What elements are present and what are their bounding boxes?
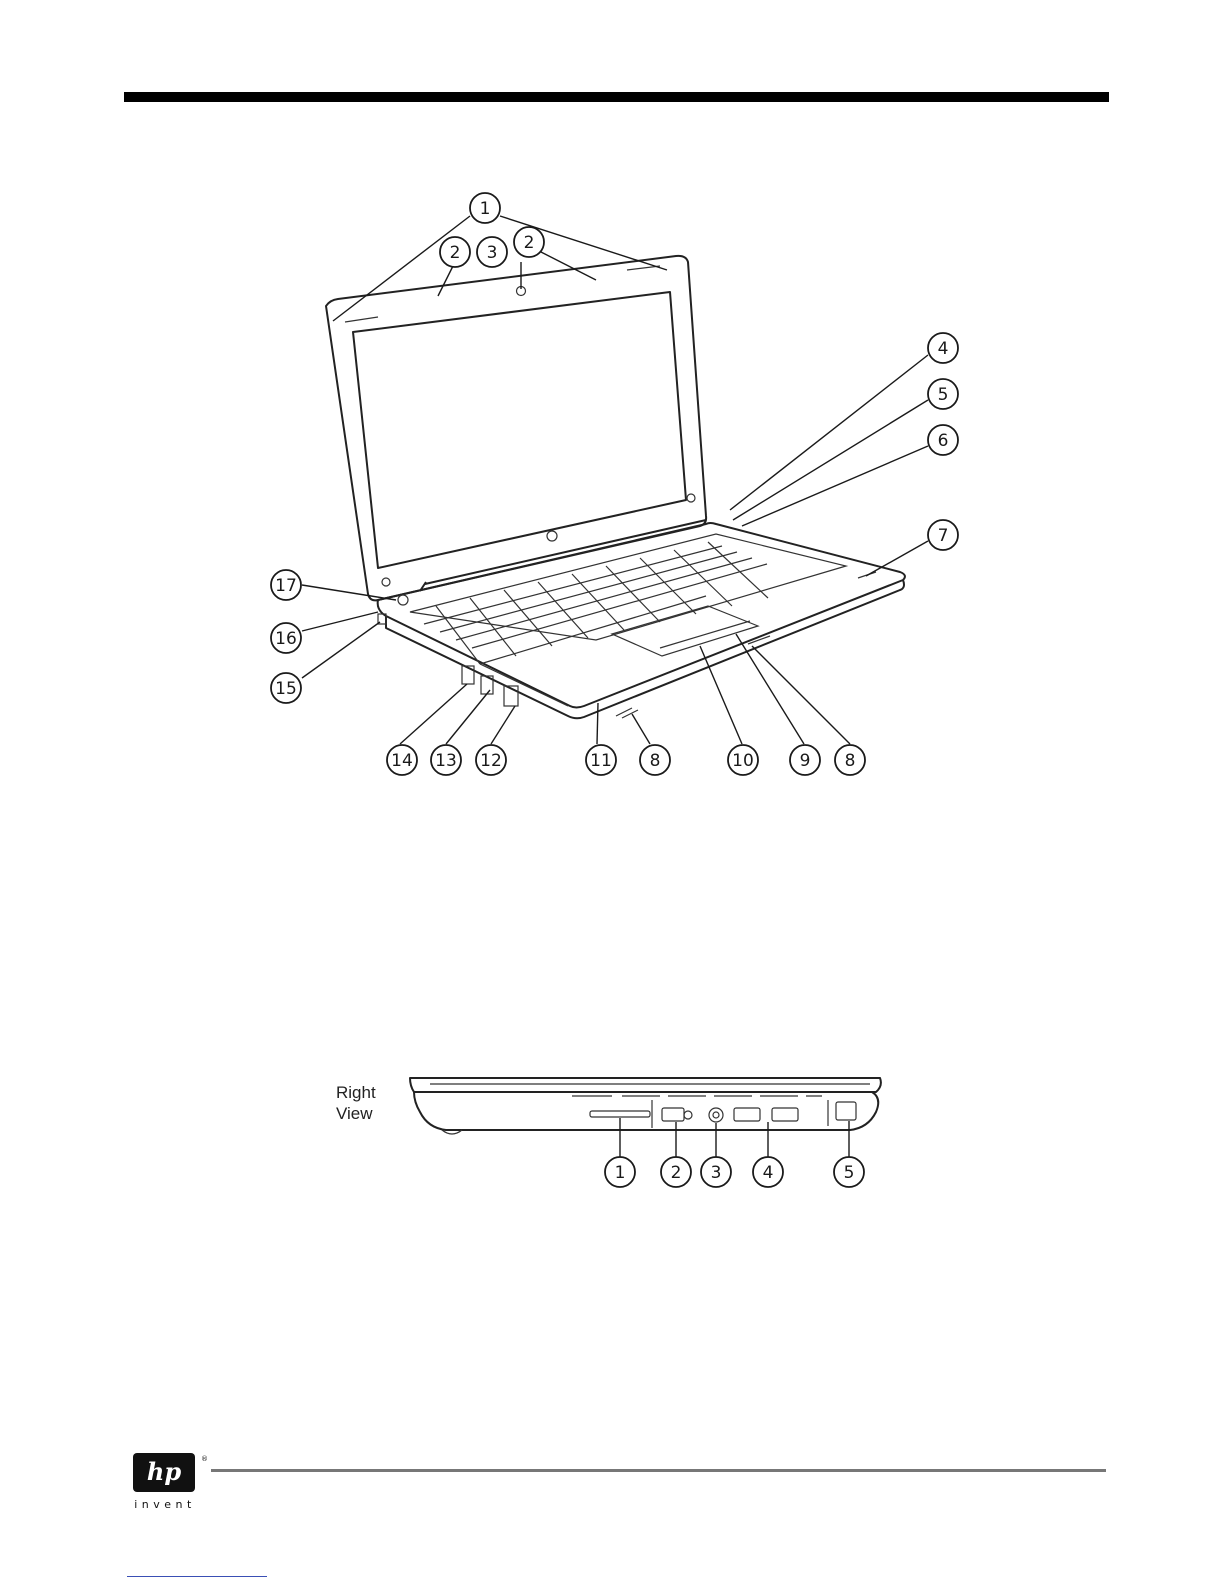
front-callout-14: 14 [387,745,417,775]
svg-text:7: 7 [938,526,949,546]
footer-link-underline[interactable] [127,1576,267,1577]
svg-text:3: 3 [487,243,498,263]
front-callout-12: 12 [476,745,506,775]
front-callout-6: 6 [928,425,958,455]
front-callout-2b: 2 [514,227,544,257]
front-callout-3: 3 [477,237,507,267]
svg-text:17: 17 [275,576,297,596]
svg-text:4: 4 [763,1163,774,1183]
svg-text:1: 1 [615,1163,626,1183]
svg-text:invent: invent [134,1498,196,1511]
right-callout-5: 5 [834,1157,864,1187]
front-callout-2a: 2 [440,237,470,267]
front-callout-16: 16 [271,623,301,653]
right-view-label-line2: View [336,1103,406,1124]
svg-text:9: 9 [800,751,811,771]
svg-text:5: 5 [938,385,949,405]
svg-text:15: 15 [275,679,297,699]
front-callout-5: 5 [928,379,958,409]
svg-text:13: 13 [435,751,457,771]
front-callout-8a: 8 [640,745,670,775]
svg-text:16: 16 [275,629,297,649]
svg-text:®: ® [201,1455,208,1463]
front-callout-10: 10 [728,745,758,775]
right-leader-lines [620,1118,849,1157]
svg-text:3: 3 [711,1163,722,1183]
svg-text:hp: hp [147,1457,181,1486]
front-callout-11: 11 [586,745,616,775]
svg-text:6: 6 [938,431,949,451]
front-leader-lines [302,216,928,744]
footer-rule [211,1469,1106,1472]
right-view-label: Right View [336,1082,406,1124]
laptop-front-illustration [326,256,905,718]
hp-invent-logo: hp ® invent [132,1452,212,1514]
svg-text:8: 8 [845,751,856,771]
front-callout-9: 9 [790,745,820,775]
front-callout-7: 7 [928,520,958,550]
svg-text:5: 5 [844,1163,855,1183]
right-callout-4: 4 [753,1157,783,1187]
svg-text:2: 2 [450,243,461,263]
front-callout-8b: 8 [835,745,865,775]
front-callout-1: 1 [470,193,500,223]
front-callout-15: 15 [271,673,301,703]
svg-text:14: 14 [391,751,413,771]
svg-text:1: 1 [480,199,491,219]
right-callout-1: 1 [605,1157,635,1187]
svg-text:4: 4 [938,339,949,359]
right-view-label-line1: Right [336,1082,406,1103]
front-callout-13: 13 [431,745,461,775]
right-callout-2: 2 [661,1157,691,1187]
svg-text:12: 12 [480,751,502,771]
front-callout-4: 4 [928,333,958,363]
svg-text:8: 8 [650,751,661,771]
svg-text:2: 2 [524,233,535,253]
front-callout-17: 17 [271,570,301,600]
right-callout-3: 3 [701,1157,731,1187]
svg-text:11: 11 [590,751,612,771]
laptop-right-side-illustration [410,1078,881,1134]
svg-text:2: 2 [671,1163,682,1183]
svg-text:10: 10 [732,751,754,771]
